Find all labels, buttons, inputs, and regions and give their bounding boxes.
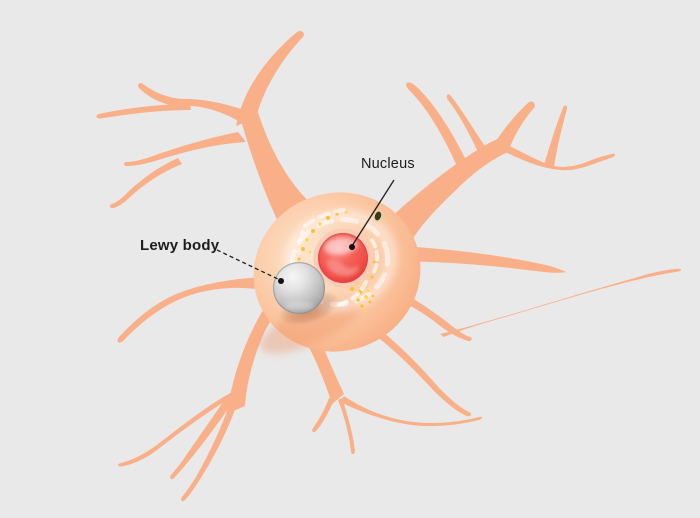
nucleus-rim [317, 233, 368, 284]
nucleus-pointer [349, 179, 395, 250]
lewy-body-sphere [273, 262, 325, 314]
dendrite-branch [388, 138, 508, 240]
nucleus [313, 228, 373, 288]
dendrite-branch [394, 246, 566, 273]
dendrite-branch [138, 83, 250, 122]
lewy-body [273, 262, 340, 326]
dendrite-branch [502, 142, 615, 171]
dendrite-branch [340, 396, 482, 427]
dendrite-branch [229, 302, 288, 412]
lewy-body-reflection [284, 301, 314, 311]
dendrite-branch [406, 82, 466, 164]
lewy-body-pointer [216, 249, 284, 284]
dendrite-branch [170, 396, 233, 480]
dendrite-branch [109, 158, 182, 209]
dendrite-branch [236, 30, 304, 126]
lewy-body-rim [273, 262, 326, 315]
nucleus-inner-pattern [326, 258, 359, 276]
nucleus-pointer-dot [349, 244, 355, 250]
dendrite-branch [544, 105, 568, 167]
dendrite-branch [117, 277, 274, 343]
dendrite-branch [312, 398, 334, 433]
nucleus-highlight [324, 237, 358, 255]
dark-spot [372, 209, 384, 223]
nucleus-label: Nucleus [361, 156, 415, 172]
dendrite-branch [181, 400, 237, 502]
dendrite-branch [96, 104, 191, 119]
dendrite-branch [124, 132, 246, 166]
dendrite-branch [494, 101, 535, 152]
lewy-body-label: Lewy body [140, 237, 220, 254]
dendrite-branch [118, 392, 232, 467]
dendrite-branch [446, 94, 486, 152]
dendrite-branch [338, 398, 355, 454]
dendrite-branch [440, 268, 681, 337]
lewy-body-pointer-dot [278, 278, 284, 284]
